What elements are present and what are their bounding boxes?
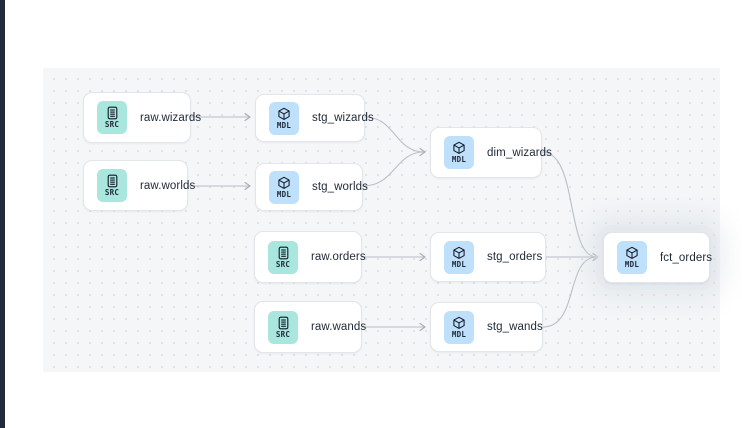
edge-raw-worlds-to-stg-worlds (188, 181, 251, 191)
node-type-text: MDL (624, 260, 640, 270)
node-type-badge-src: SRC (97, 101, 127, 134)
node-type-text: SRC (104, 188, 120, 198)
lineage-node-stg_orders[interactable]: MDL stg_orders (430, 232, 546, 282)
node-label: raw.orders (311, 251, 366, 263)
node-type-badge-src: SRC (268, 310, 298, 344)
node-type-badge-mdl: MDL (444, 240, 474, 274)
lineage-node-dim_wizards[interactable]: MDL dim_wizards (430, 127, 552, 178)
node-label: stg_wands (487, 321, 543, 333)
node-type-text: MDL (451, 155, 467, 165)
cube-icon (452, 246, 466, 260)
node-type-text: MDL (276, 189, 292, 199)
cube-icon (625, 246, 639, 260)
node-type-text: SRC (104, 120, 120, 130)
node-label: fct_orders (660, 251, 713, 264)
node-label: stg_worlds (312, 181, 368, 193)
lineage-node-stg_worlds[interactable]: MDL stg_worlds (255, 163, 368, 211)
edge-raw-orders-to-stg-orders (362, 252, 426, 262)
database-icon (277, 246, 290, 260)
node-type-text: SRC (275, 329, 291, 339)
node-type-badge-mdl: MDL (444, 136, 474, 169)
node-type-text: MDL (451, 259, 467, 269)
edge-stg-wizards-to-dim-wizards (364, 116, 426, 157)
edge-raw-wands-to-stg-wands (362, 322, 426, 332)
node-type-text: MDL (276, 120, 292, 130)
edge-raw-wizards-to-stg-wizards (191, 112, 251, 122)
node-type-badge-mdl: MDL (269, 101, 299, 135)
database-icon (106, 106, 119, 120)
cube-icon (452, 316, 466, 330)
lineage-node-raw_wands[interactable]: SRC raw.wands (254, 301, 366, 353)
node-label: raw.wands (311, 321, 367, 333)
node-label: stg_wizards (312, 112, 374, 124)
node-type-badge-mdl: MDL (617, 241, 647, 274)
lineage-node-raw_wizards[interactable]: SRC raw.wizards (83, 92, 201, 143)
node-type-text: MDL (451, 329, 467, 339)
node-label: stg_orders (487, 251, 543, 263)
edge-stg-worlds-to-dim-wizards (362, 151, 425, 187)
node-type-badge-mdl: MDL (269, 170, 299, 204)
lineage-node-raw_worlds[interactable]: SRC raw.worlds (83, 160, 195, 211)
cube-icon (277, 176, 291, 190)
edge-dim-wizards-to-fct-orders (541, 151, 599, 262)
node-type-badge-mdl: MDL (444, 310, 474, 344)
app-side-rail (0, 0, 5, 428)
node-type-text: SRC (275, 259, 291, 269)
node-label: raw.wizards (140, 111, 202, 124)
database-icon (277, 316, 290, 330)
cube-icon (277, 107, 291, 121)
lineage-node-stg_wands[interactable]: MDL stg_wands (430, 302, 543, 352)
edge-layer (188, 112, 599, 332)
lineage-node-raw_orders[interactable]: SRC raw.orders (254, 231, 366, 283)
cube-icon (452, 141, 466, 155)
node-label: dim_wizards (487, 146, 553, 159)
lineage-node-stg_wizards[interactable]: MDL stg_wizards (255, 94, 374, 142)
database-icon (106, 174, 119, 188)
node-type-badge-src: SRC (97, 169, 127, 202)
node-type-badge-src: SRC (268, 240, 298, 274)
edge-stg-wands-to-fct-orders (542, 256, 598, 328)
lineage-node-fct_orders[interactable]: MDL fct_orders (603, 232, 713, 283)
node-label: raw.worlds (140, 179, 196, 192)
